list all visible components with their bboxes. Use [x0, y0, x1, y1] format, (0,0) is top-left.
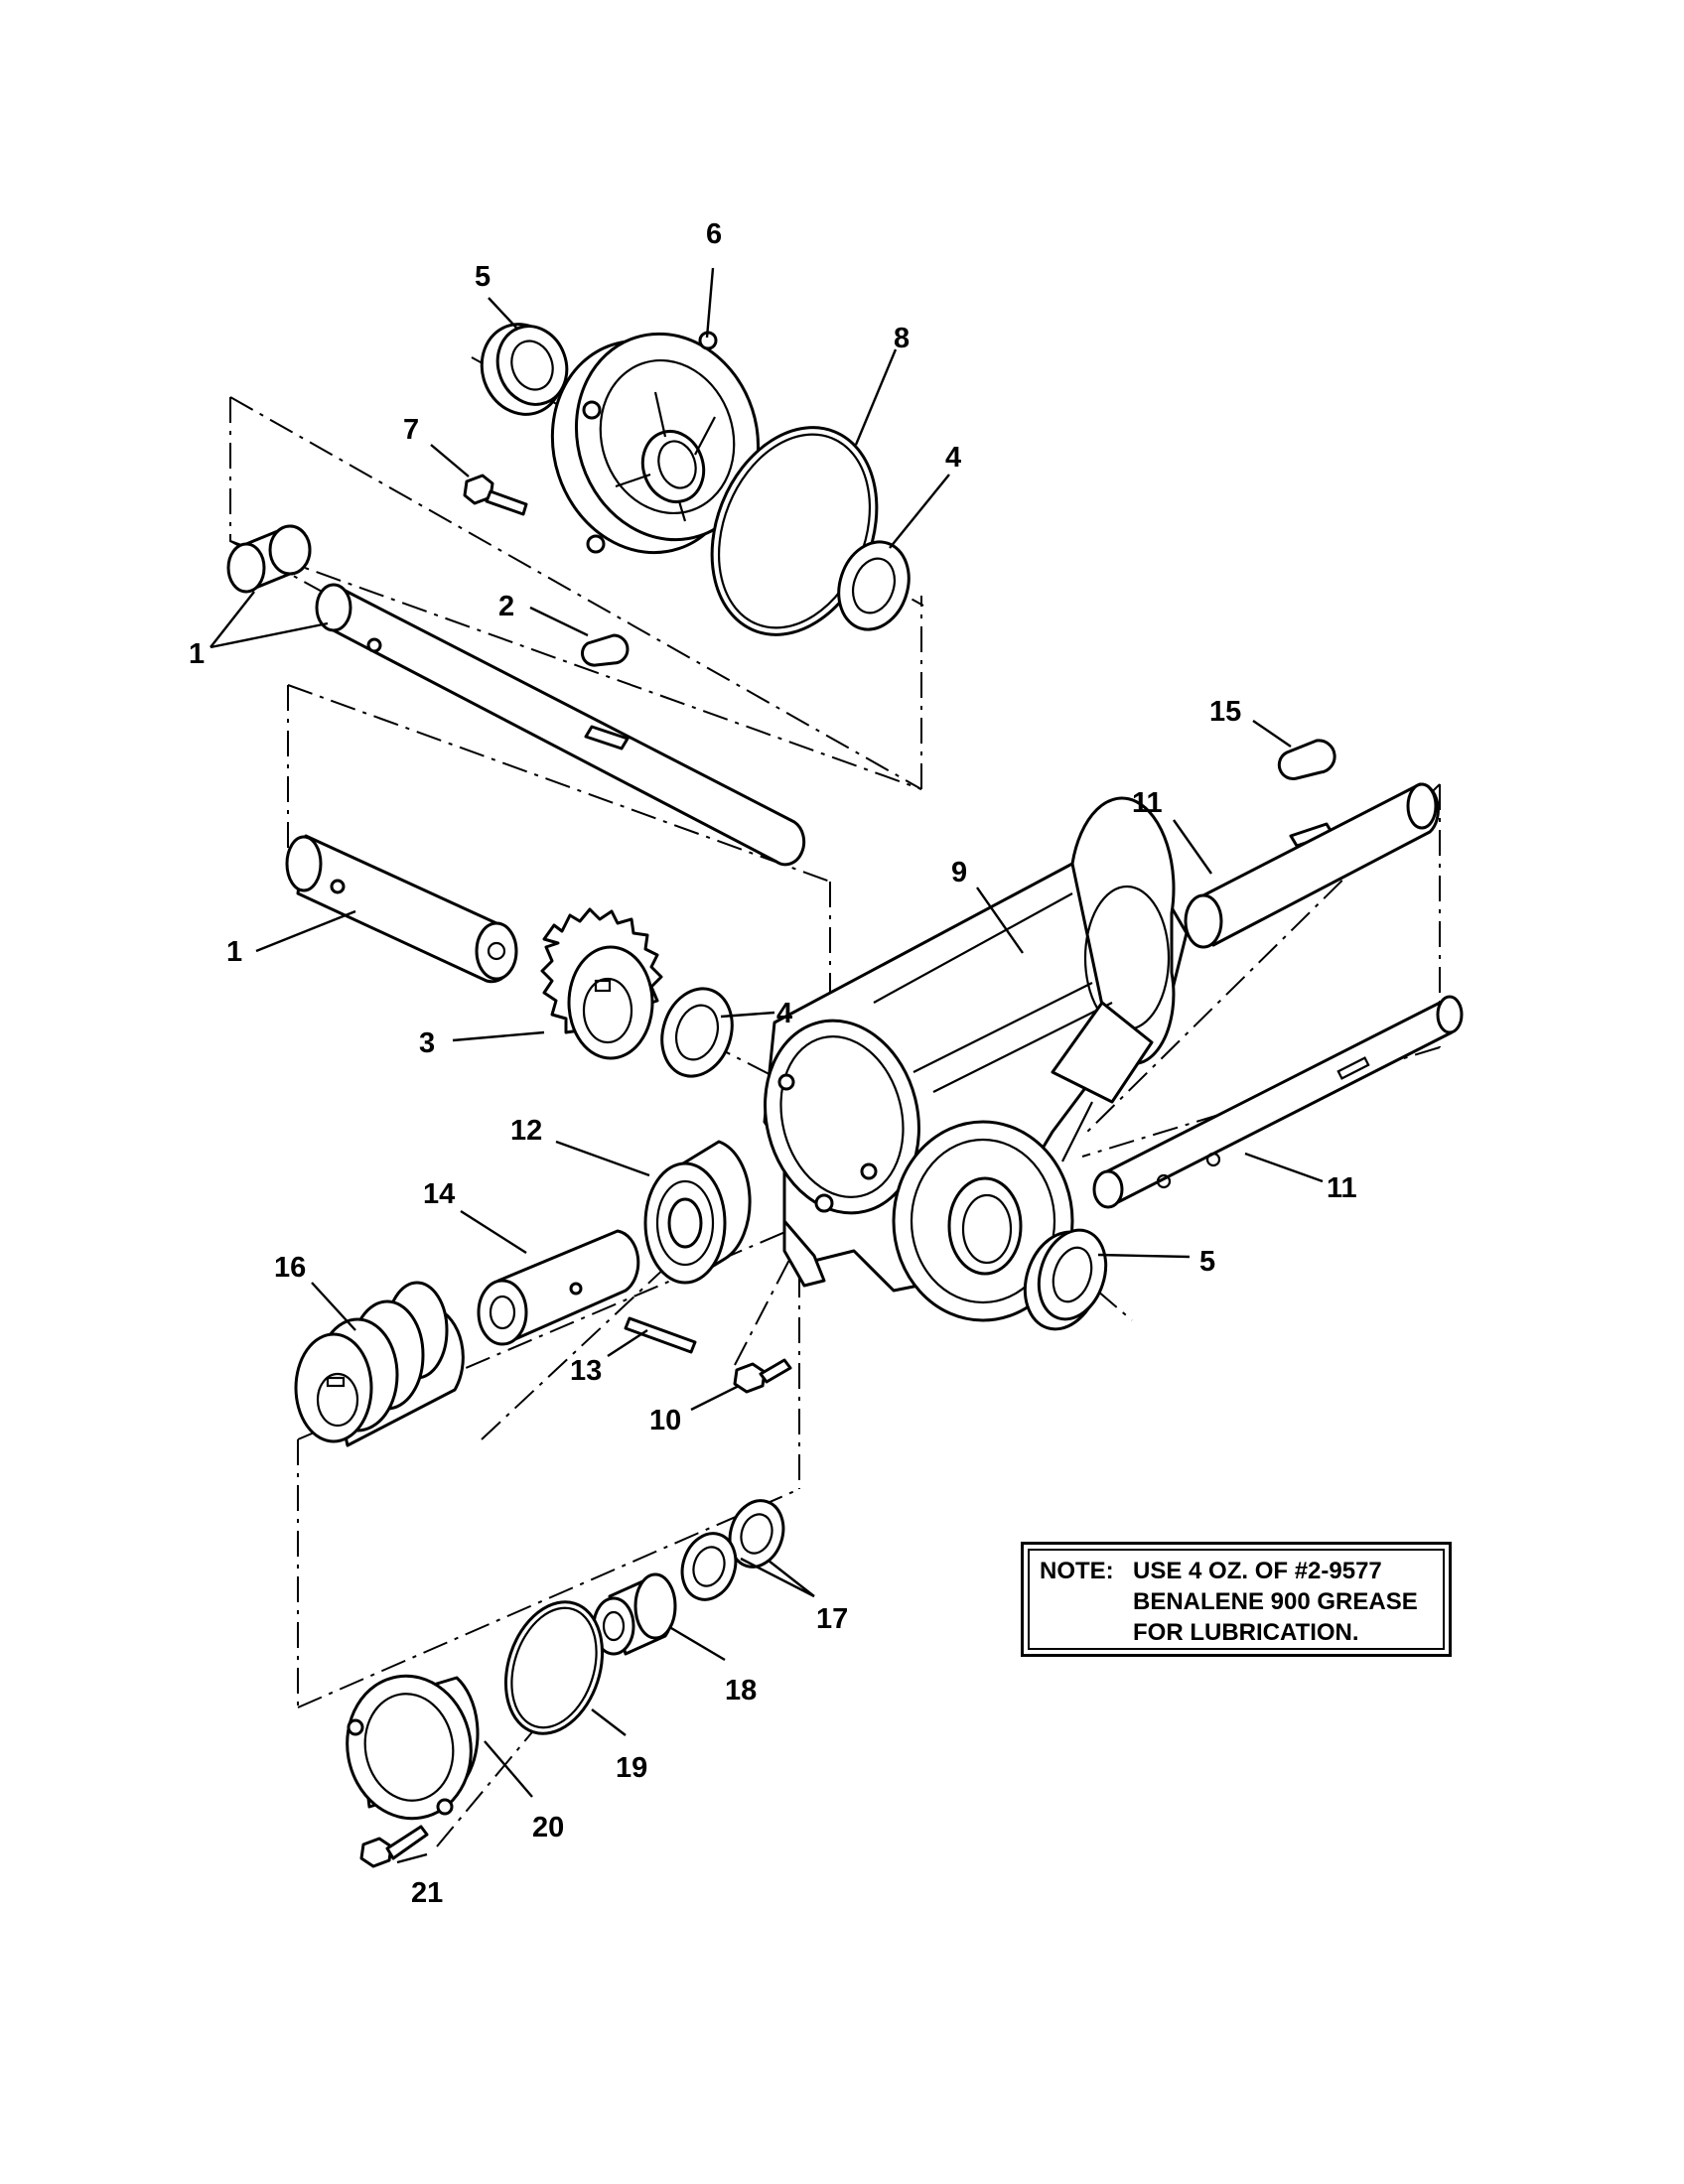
callout-7: 7: [403, 414, 419, 446]
callout-1: 1: [189, 638, 205, 670]
washer-4-middle: [660, 987, 734, 1078]
woodruff-key-2: [581, 633, 630, 751]
callout-12: 12: [510, 1115, 542, 1147]
washer-4-upper: [837, 540, 911, 631]
flanged-bushing-18: [592, 1572, 677, 1656]
shaft-11-upper: [1184, 782, 1440, 949]
bushing-1: [226, 524, 312, 594]
seal-5-right: [1023, 1228, 1108, 1331]
washers-17: [680, 1499, 785, 1601]
callout-9: 9: [951, 857, 967, 888]
shaft-11-lower: [1092, 995, 1464, 1209]
shaft-1-upper: [315, 583, 806, 867]
callout-13: 13: [570, 1355, 602, 1387]
bolt-10: [733, 1358, 792, 1394]
pin-13: [624, 1316, 697, 1354]
callout-20: 20: [532, 1812, 564, 1843]
callout-labels: 6 5 8 7 4 2 1 15 11 9 1 4 3 12 11 14 16 …: [189, 218, 1357, 1909]
sleeve-14: [477, 1229, 640, 1346]
callout-8: 8: [894, 323, 910, 354]
callout-18: 18: [725, 1675, 757, 1706]
callout-17: 17: [816, 1603, 848, 1635]
bearing-cap-20: [346, 1674, 480, 1821]
end-cover-6: [550, 331, 761, 555]
screw-7: [463, 474, 528, 516]
callout-5: 5: [475, 261, 491, 293]
callout-14: 14: [423, 1178, 455, 1210]
callout-15: 15: [1209, 696, 1241, 728]
seal-5-upper: [480, 323, 569, 416]
callout-10: 10: [649, 1405, 681, 1436]
shaft-1-lower: [285, 834, 518, 984]
callout-6: 6: [706, 218, 722, 250]
callout-4: 4: [945, 442, 961, 474]
screw-21: [359, 1825, 429, 1868]
pulley-16: [294, 1281, 465, 1447]
note-label: NOTE:: [1040, 1558, 1114, 1584]
o-ring-19: [503, 1600, 605, 1735]
woodruff-key-15: [1277, 739, 1336, 848]
lubrication-note: NOTE: USE 4 OZ. OF #2-9577 BENALENE 900 …: [1021, 1542, 1452, 1657]
callout-1: 1: [226, 936, 242, 968]
callout-4: 4: [776, 998, 792, 1029]
note-text: USE 4 OZ. OF #2-9577 BENALENE 900 GREASE…: [1133, 1558, 1418, 1646]
callout-3: 3: [419, 1027, 435, 1059]
callout-5: 5: [1199, 1246, 1215, 1278]
callout-21: 21: [411, 1877, 443, 1909]
callout-16: 16: [274, 1252, 306, 1284]
housing-9: [763, 796, 1189, 1322]
callout-19: 19: [616, 1752, 647, 1784]
callout-11: 11: [1327, 1172, 1357, 1204]
callout-11: 11: [1132, 787, 1163, 819]
note-frame: NOTE: USE 4 OZ. OF #2-9577 BENALENE 900 …: [1028, 1549, 1445, 1650]
bearing-12: [643, 1140, 752, 1285]
callout-2: 2: [498, 591, 514, 622]
leader-lines: [210, 267, 1324, 1864]
gear-3: [540, 907, 663, 1060]
